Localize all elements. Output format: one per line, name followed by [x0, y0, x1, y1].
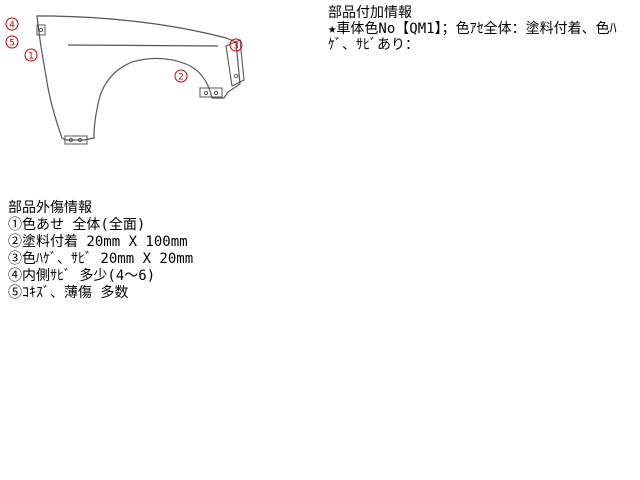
- marker-3: 3: [229, 38, 243, 52]
- marker-3-label: 3: [233, 42, 239, 52]
- damage-item-5: ⑤ｺｷｽﾞ、薄傷 多数: [8, 285, 129, 301]
- bottom-front-tab: [64, 135, 88, 145]
- bottom-rear-tab: [199, 87, 223, 98]
- part-damage-info: 部品外傷情報 ①色あせ 全体(全面) ②塗料付着 20mm X 100mm ③色…: [8, 200, 308, 302]
- damage-title: 部品外傷情報: [8, 200, 92, 216]
- rear-bracket: [225, 39, 245, 87]
- marker-5-label: 5: [9, 39, 15, 49]
- bottom-rear-tab-hole-2: [213, 90, 219, 96]
- info-body: ★車体色No【QM1】；色ｱｾ全体：塗料付着、色ﾊｹﾞ、ｻﾋﾞあり：: [328, 21, 617, 53]
- marker-2: 2: [174, 69, 188, 83]
- top-bracket-hole: [38, 27, 44, 33]
- rear-bracket-hole: [233, 73, 239, 79]
- bottom-front-tab-hole-1: [68, 137, 74, 143]
- fender-outline: [36, 15, 241, 141]
- damage-item-1: ①色あせ 全体(全面): [8, 217, 146, 233]
- bottom-front-tab-hole-2: [77, 137, 83, 143]
- top-bracket: [36, 24, 46, 36]
- bottom-rear-tab-hole-1: [203, 90, 209, 96]
- marker-2-label: 2: [178, 73, 184, 83]
- part-additional-info: 部品付加情報 ★車体色No【QM1】；色ｱｾ全体：塗料付着、色ﾊｹﾞ、ｻﾋﾞあり…: [328, 5, 633, 53]
- marker-5: 5: [5, 35, 19, 49]
- damage-item-2: ②塗料付着 20mm X 100mm: [8, 234, 188, 250]
- marker-1-label: 1: [28, 52, 34, 62]
- marker-4: 4: [5, 17, 19, 31]
- damage-item-3: ③色ﾊｹﾞ、ｻﾋﾞ 20mm X 20mm: [8, 251, 194, 267]
- marker-1: 1: [24, 48, 38, 62]
- marker-4-label: 4: [9, 21, 15, 31]
- info-title: 部品付加情報: [328, 5, 412, 21]
- fender-diagram: 4 5 1 3 2: [5, 15, 245, 145]
- fender-crease: [67, 44, 219, 47]
- damage-item-4: ④内側ｻﾋﾞ 多少(4～6): [8, 268, 156, 284]
